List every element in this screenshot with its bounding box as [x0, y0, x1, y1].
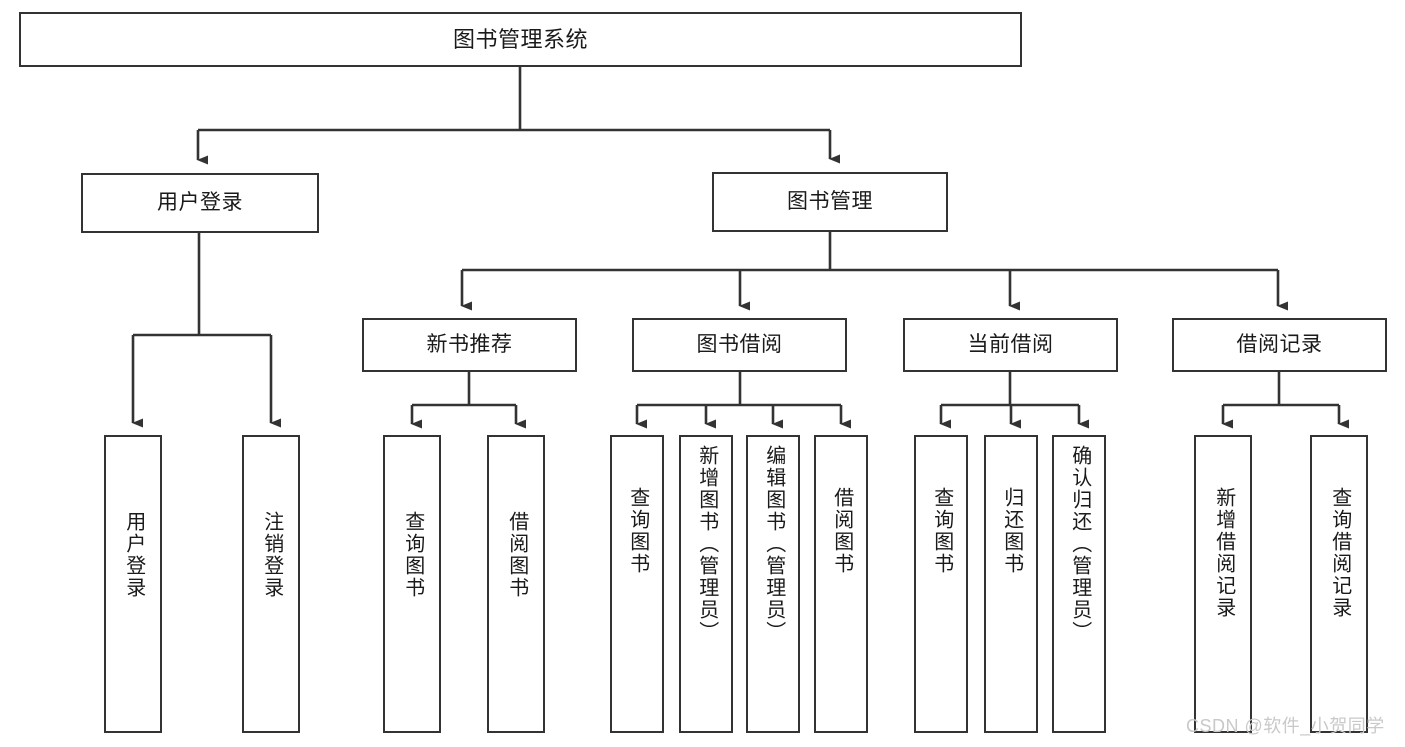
node-user-login-label: 用户登录 — [157, 190, 243, 214]
leaf-add-borrow-record[interactable]: 新增借阅记录 — [1194, 435, 1252, 733]
leaf-query-borrow-record-label: 查询借阅记录 — [1328, 487, 1351, 619]
node-root-system-label: 图书管理系统 — [452, 26, 588, 52]
node-current-borrow-label: 当前借阅 — [967, 332, 1054, 356]
node-book-manage-label: 图书管理 — [787, 189, 873, 213]
leaf-edit-book-label: 编辑图书（管理员） — [762, 445, 785, 643]
leaf-query-book-current-label: 查询图书 — [930, 487, 953, 575]
leaf-confirm-return[interactable]: 确认归还（管理员） — [1052, 435, 1106, 733]
node-new-book-recommend-label: 新书推荐 — [426, 332, 513, 356]
node-root-system[interactable]: 图书管理系统 — [19, 12, 1022, 67]
leaf-borrow-book-recommend[interactable]: 借阅图书 — [487, 435, 545, 733]
leaf-query-book-borrow[interactable]: 查询图书 — [610, 435, 664, 733]
node-book-borrow[interactable]: 图书借阅 — [632, 318, 847, 372]
node-current-borrow[interactable]: 当前借阅 — [903, 318, 1118, 372]
leaf-borrow-book-label: 借阅图书 — [830, 487, 853, 575]
leaf-add-borrow-record-label: 新增借阅记录 — [1212, 487, 1235, 619]
leaf-add-book-label: 新增图书（管理员） — [695, 445, 718, 643]
leaf-logout[interactable]: 注销登录 — [242, 435, 300, 733]
leaf-query-borrow-record[interactable]: 查询借阅记录 — [1310, 435, 1368, 733]
node-borrow-record-label: 借阅记录 — [1236, 332, 1323, 356]
leaf-borrow-book[interactable]: 借阅图书 — [814, 435, 868, 733]
leaf-query-book-borrow-label: 查询图书 — [626, 487, 649, 575]
node-borrow-record[interactable]: 借阅记录 — [1172, 318, 1387, 372]
leaf-query-book-recommend[interactable]: 查询图书 — [383, 435, 441, 733]
node-user-login[interactable]: 用户登录 — [81, 173, 319, 233]
node-book-manage[interactable]: 图书管理 — [712, 172, 948, 232]
leaf-query-book-current[interactable]: 查询图书 — [914, 435, 968, 733]
leaf-add-book[interactable]: 新增图书（管理员） — [679, 435, 733, 733]
leaf-query-book-recommend-label: 查询图书 — [401, 511, 424, 599]
csdn-watermark: CSDN @软件_小贺同学 — [1186, 716, 1385, 736]
leaf-return-book-label: 归还图书 — [1000, 487, 1023, 575]
leaf-user-login-label: 用户登录 — [122, 511, 145, 599]
node-new-book-recommend[interactable]: 新书推荐 — [362, 318, 577, 372]
leaf-return-book[interactable]: 归还图书 — [984, 435, 1038, 733]
leaf-edit-book[interactable]: 编辑图书（管理员） — [746, 435, 800, 733]
leaf-borrow-book-recommend-label: 借阅图书 — [505, 511, 528, 599]
leaf-logout-label: 注销登录 — [260, 511, 283, 599]
leaf-confirm-return-label: 确认归还（管理员） — [1068, 445, 1091, 643]
node-book-borrow-label: 图书借阅 — [696, 332, 783, 356]
leaf-user-login[interactable]: 用户登录 — [104, 435, 162, 733]
